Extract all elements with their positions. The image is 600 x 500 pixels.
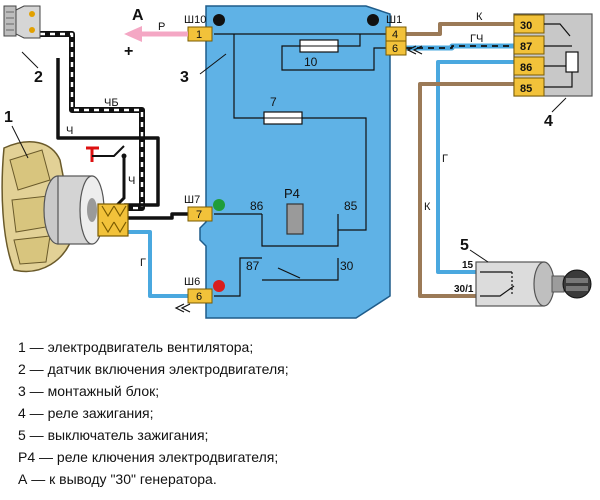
- callout-leaders: [11, 51, 567, 263]
- red-indicator: [213, 280, 225, 292]
- wire-code-black-motor: Ч: [66, 125, 73, 137]
- wire-code-blue-brown: ГЧ: [470, 33, 483, 45]
- legend-item: 5 — выключатель зажигания;: [18, 427, 209, 443]
- callout-motor: 1: [4, 109, 13, 126]
- sh10-name: Ш10: [184, 14, 206, 26]
- legend: 1 — электродвигатель вентилятора; 2 — да…: [18, 336, 289, 490]
- legend-item: 3 — монтажный блок;: [18, 383, 160, 399]
- ignition-relay: [513, 13, 593, 97]
- legend-item: 4 — реле зажигания;: [18, 405, 154, 421]
- relay-p4-coil: [286, 203, 304, 235]
- ignition-relay-pin-30: 30: [520, 20, 532, 32]
- wire-code-blue-motor: Г: [140, 257, 146, 269]
- callout-mounting-block: 3: [180, 69, 189, 86]
- wire-blue-right: [436, 60, 514, 274]
- fuse-lower-label: 7: [270, 95, 277, 109]
- ignition-relay-pin-86: 86: [520, 62, 532, 74]
- fan-motor: [1, 141, 105, 272]
- sh7-pin: 7: [196, 209, 202, 221]
- relay-p4-pin-30: 30: [340, 259, 354, 273]
- generator-label: А: [132, 7, 144, 24]
- relay-p4-pin-85: 85: [344, 199, 358, 213]
- internal-circuit: [214, 33, 386, 297]
- temperature-sensor: [3, 5, 41, 39]
- wire-black-motor: [124, 212, 188, 220]
- wire-code-black-sensor: Ч: [128, 175, 135, 187]
- wire-blue-black: [406, 43, 514, 51]
- ignition-relay-pin-85: 85: [520, 83, 532, 95]
- legend-item: 2 — датчик включения электродвигателя;: [18, 361, 289, 377]
- callout-ignition-relay: 4: [544, 113, 553, 130]
- generator-wire-code: Р: [158, 21, 165, 33]
- sh7-name: Ш7: [184, 194, 200, 206]
- black-indicator: [213, 14, 225, 26]
- wire-black-sensor: [56, 58, 160, 207]
- legend-item: 1 — электродвигатель вентилятора;: [18, 339, 254, 355]
- sh10-pin: 1: [196, 29, 202, 41]
- connector-sh6: [187, 288, 213, 304]
- relay-p4-name: Р4: [284, 186, 300, 201]
- callout-ignition-switch: 5: [460, 237, 469, 254]
- ignition-switch: [475, 261, 592, 307]
- generator-plus: +: [124, 43, 133, 60]
- switch-pin-30-1: 30/1: [454, 284, 474, 295]
- sh6-name: Ш6: [184, 276, 200, 288]
- wire-black-white: [40, 31, 145, 211]
- double-arrow-icon: [406, 45, 423, 55]
- sh6-pin: 6: [196, 291, 202, 303]
- wire-code-black-white: ЧБ: [104, 97, 119, 109]
- wire-code-blue-right: Г: [442, 153, 448, 165]
- ignition-relay-pin-87: 87: [520, 41, 532, 53]
- relay-p4-pin-86: 86: [250, 199, 264, 213]
- sh1-pin-bottom: 6: [392, 43, 398, 55]
- motor-connector: [97, 203, 129, 237]
- switch-pin-15: 15: [462, 260, 474, 271]
- wire-brown-right: [418, 82, 514, 298]
- double-arrow-icon: [174, 303, 191, 313]
- relay-p4-pin-87: 87: [246, 259, 260, 273]
- connector-sh7: [187, 206, 213, 222]
- sh1-name: Ш1: [386, 14, 402, 26]
- wire-code-brown-top: К: [476, 11, 483, 23]
- legend-item: А — к выводу "30" генератора.: [18, 471, 217, 487]
- generator-arrow: [124, 26, 188, 42]
- mounting-block: [199, 5, 391, 319]
- ground-wire: [86, 145, 127, 208]
- fuse-upper-label: 10: [304, 55, 318, 69]
- connector-sh1-6: [385, 40, 407, 56]
- green-indicator: [213, 199, 225, 211]
- callout-sensor: 2: [34, 69, 43, 86]
- wire-brown-top: [406, 22, 514, 36]
- legend-item: Р4 — реле ключения электродвигателя;: [18, 449, 279, 465]
- wire-code-brown-right: К: [424, 201, 431, 213]
- black-indicator: [367, 14, 379, 26]
- sh1-pin-top: 4: [392, 29, 398, 41]
